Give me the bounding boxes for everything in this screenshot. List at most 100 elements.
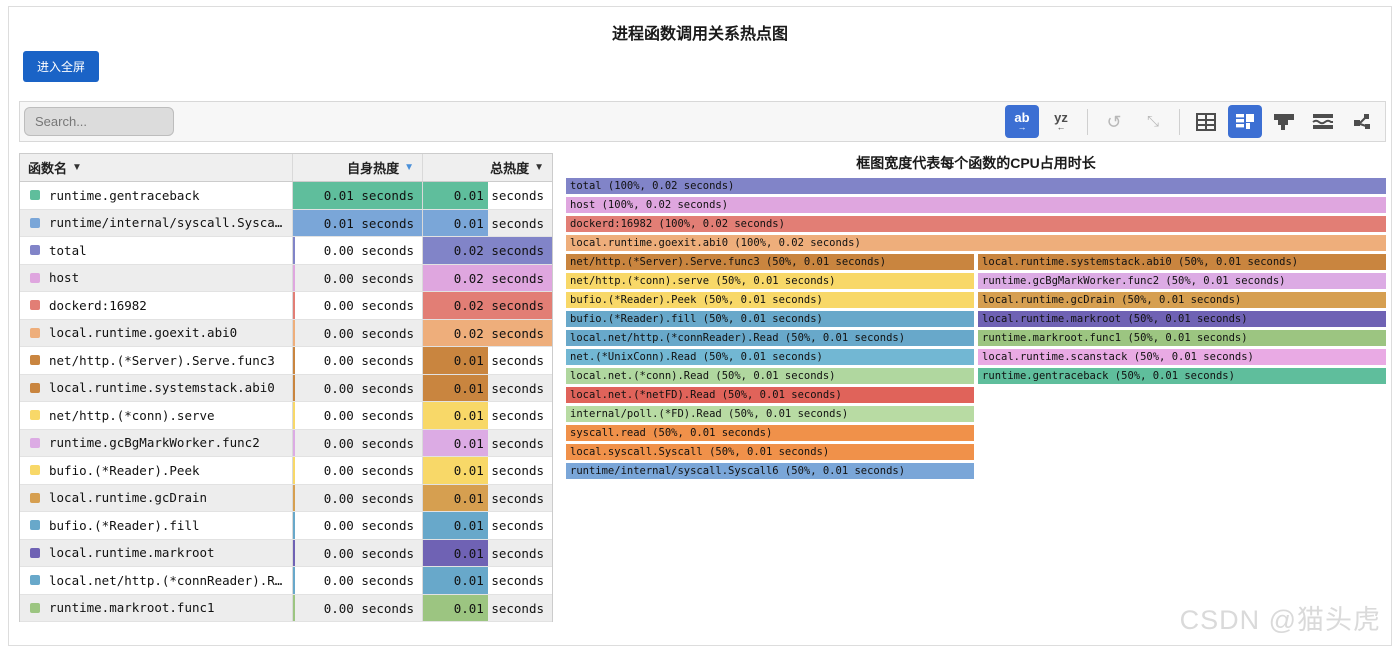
flame-frame[interactable]: local.syscall.Syscall (50%, 0.01 seconds… xyxy=(566,444,974,460)
function-name: local.runtime.markroot xyxy=(49,545,215,561)
heat-bar xyxy=(423,292,552,319)
flame-frame[interactable]: local.runtime.gcDrain (50%, 0.01 seconds… xyxy=(978,292,1386,308)
sort-desc-icon: ▼ xyxy=(72,162,82,173)
self-heat-cell: 0.00 seconds xyxy=(292,237,422,264)
flame-frame[interactable]: dockerd:16982 (100%, 0.02 seconds) xyxy=(566,216,1386,232)
total-heat-cell: 0.01 seconds xyxy=(422,512,552,539)
flame-frame[interactable]: net/http.(*conn).serve (50%, 0.01 second… xyxy=(566,273,974,289)
flame-frame[interactable]: net/http.(*Server).Serve.func3 (50%, 0.0… xyxy=(566,254,974,270)
function-name-cell: local.net/http.(*connReader).R… xyxy=(20,567,292,594)
table-icon xyxy=(1196,112,1216,131)
function-name: net/http.(*Server).Serve.func3 xyxy=(49,352,275,368)
flame-frame[interactable]: net.(*UnixConn).Read (50%, 0.01 seconds) xyxy=(566,349,974,365)
flame-frame[interactable]: local.runtime.goexit.abi0 (100%, 0.02 se… xyxy=(566,235,1386,251)
collapse-focus-button[interactable]: ⤡ xyxy=(1136,105,1170,138)
flame-frame[interactable]: host (100%, 0.02 seconds) xyxy=(566,197,1386,213)
flame-frame[interactable]: runtime.gcBgMarkWorker.func2 (50%, 0.01 … xyxy=(978,273,1386,289)
fit-head-label: ab xyxy=(1014,110,1030,125)
table-and-flame-view-button[interactable] xyxy=(1228,105,1262,138)
heat-bar xyxy=(293,484,295,511)
flame-row: local.net/http.(*connReader).Read (50%, … xyxy=(566,330,1386,349)
heat-value: 0.00 seconds xyxy=(323,243,414,258)
function-color-swatch-icon xyxy=(30,520,40,531)
flame-row: local.net.(*netFD).Read (50%, 0.01 secon… xyxy=(566,387,1386,406)
flamegraph-title: 框图宽度代表每个函数的CPU占用时长 xyxy=(856,155,1096,171)
flame-frame[interactable]: bufio.(*Reader).Peek (50%, 0.01 seconds) xyxy=(566,292,974,308)
fit-text-tail-button[interactable]: yz ← xyxy=(1044,105,1078,138)
flame-frame[interactable]: local.runtime.systemstack.abi0 (50%, 0.0… xyxy=(978,254,1386,270)
reset-view-button[interactable]: ↺ xyxy=(1097,105,1131,138)
sort-desc-icon: ▼ xyxy=(534,162,544,173)
table-view-button[interactable] xyxy=(1189,105,1223,138)
function-name-cell: host xyxy=(20,265,292,292)
sandwich-view-button[interactable] xyxy=(1306,105,1340,138)
self-heat-cell: 0.00 seconds xyxy=(292,539,422,566)
flame-frame[interactable]: runtime.gentraceback (50%, 0.01 seconds) xyxy=(978,368,1386,384)
flame-frame[interactable]: runtime/internal/syscall.Syscall6 (50%, … xyxy=(566,463,974,479)
function-name-cell: runtime.gcBgMarkWorker.func2 xyxy=(20,430,292,457)
left-arrow-icon: ← xyxy=(1056,122,1066,132)
flame-frame[interactable]: local.net.(*conn).Read (50%, 0.01 second… xyxy=(566,368,974,384)
heat-bar xyxy=(423,374,488,401)
heat-bar xyxy=(293,209,422,236)
total-heat-cell: 0.02 seconds xyxy=(422,264,552,291)
function-color-swatch-icon xyxy=(30,327,40,338)
heat-bar xyxy=(293,374,295,401)
function-color-swatch-icon xyxy=(30,410,40,421)
heat-value: 0.01 seconds xyxy=(453,435,544,451)
flame-frame[interactable]: internal/poll.(*FD).Read (50%, 0.01 seco… xyxy=(566,406,974,422)
flame-frame[interactable]: local.net/http.(*connReader).Read (50%, … xyxy=(566,330,974,346)
heat-value: 0.00 seconds xyxy=(323,600,414,616)
function-name-cell: runtime.gentraceback xyxy=(20,182,292,209)
flame-frame[interactable]: syscall.read (50%, 0.01 seconds) xyxy=(566,425,974,441)
flame-row: dockerd:16982 (100%, 0.02 seconds) xyxy=(566,216,1386,235)
heat-bar xyxy=(293,264,295,291)
callgraph-view-button[interactable] xyxy=(1345,105,1379,138)
fullscreen-button[interactable]: 进入全屏 xyxy=(23,51,100,82)
flame-frame[interactable]: runtime.markroot.func1 (50%, 0.01 second… xyxy=(978,330,1386,346)
flame-row: local.syscall.Syscall (50%, 0.01 seconds… xyxy=(566,444,1386,463)
flame-frame[interactable]: local.runtime.scanstack (50%, 0.01 secon… xyxy=(978,349,1386,365)
column-header-total-heat[interactable]: 总热度 ▼ xyxy=(422,154,552,181)
search-input[interactable] xyxy=(24,107,174,136)
toolbar-separator xyxy=(1087,108,1088,135)
table-row[interactable]: runtime/internal/syscall.Sysca… 0.01 seco… xyxy=(20,209,552,237)
flame-frame[interactable]: bufio.(*Reader).fill (50%, 0.01 seconds) xyxy=(566,311,974,327)
flame-frame[interactable]: total (100%, 0.02 seconds) xyxy=(566,178,1386,194)
fit-text-head-button[interactable]: ab → xyxy=(1005,105,1039,138)
heat-value: 0.00 seconds xyxy=(323,463,414,478)
function-name-cell: runtime/internal/syscall.Sysca… xyxy=(20,210,292,237)
total-heat-cell: 0.01 seconds xyxy=(422,209,552,236)
flame-row: host (100%, 0.02 seconds) xyxy=(566,197,1386,216)
flamegraph-view-button[interactable] xyxy=(1267,105,1301,138)
column-header-function-name[interactable]: 函数名 ▼ xyxy=(28,161,82,176)
function-name-cell: local.runtime.goexit.abi0 xyxy=(20,320,292,347)
toolbar-buttons: ab → yz ← ↺ ⤡ xyxy=(1005,102,1379,141)
flame-frame[interactable]: local.net.(*netFD).Read (50%, 0.01 secon… xyxy=(566,387,974,403)
table-row[interactable]: local.net/http.(*connReader).R…0.00 seco… xyxy=(20,567,552,595)
function-name-cell: bufio.(*Reader).Peek xyxy=(20,457,292,484)
column-header-self-heat[interactable]: 自身热度 ▼ xyxy=(292,154,422,181)
function-name: runtime/internal/syscall.Sysca… xyxy=(49,215,283,231)
heat-bar xyxy=(293,594,295,621)
flame-frame[interactable]: local.runtime.markroot (50%, 0.01 second… xyxy=(978,311,1386,327)
heat-bar xyxy=(423,512,488,539)
self-heat-cell: 0.01 seconds xyxy=(292,182,422,209)
heat-value: 0.00 seconds xyxy=(323,380,414,396)
main-panel: 进程函数调用关系热点图 进入全屏 ab → yz ← ↺ ⤡ xyxy=(8,6,1392,646)
